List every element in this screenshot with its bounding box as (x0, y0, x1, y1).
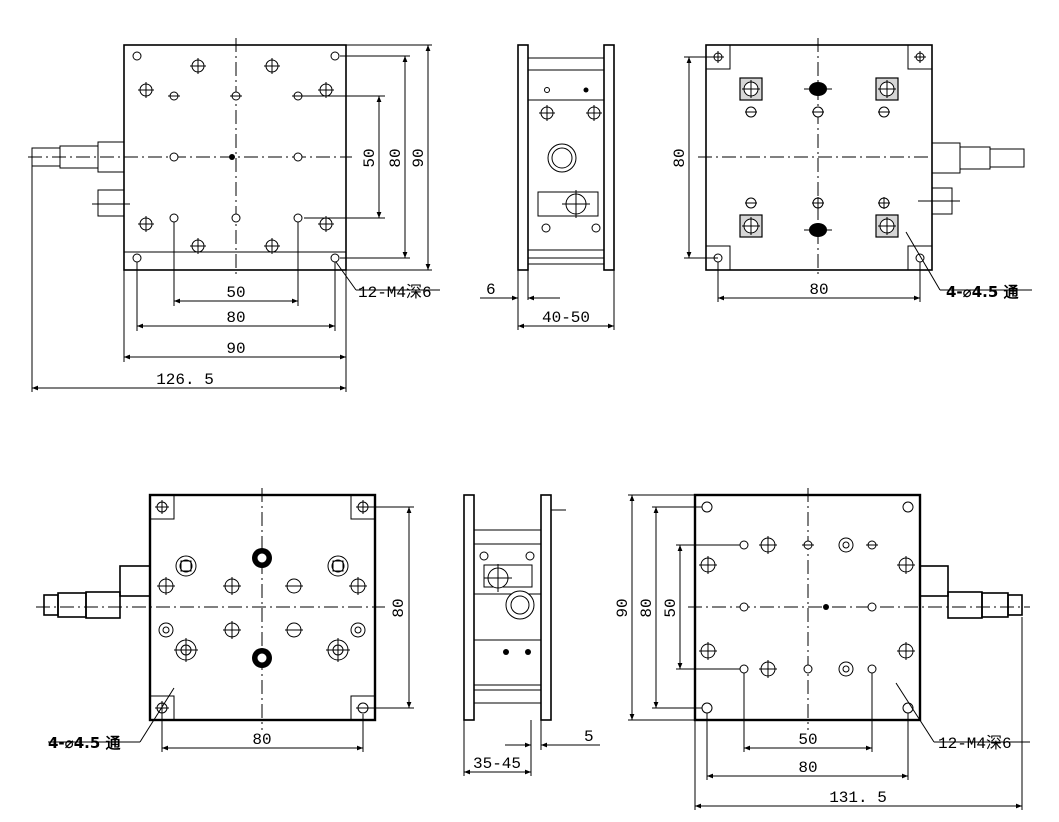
dim-80-vertical-br: 80 (638, 598, 656, 617)
dim-50-vertical: 50 (361, 148, 379, 167)
dim-50-vertical-br: 50 (662, 598, 680, 617)
dim-50-horizontal-br: 50 (798, 731, 817, 749)
dim-80-vertical: 80 (387, 148, 405, 167)
dim-90-vertical: 90 (410, 148, 428, 167)
view-bottom-right: 90 80 50 50 80 131. 5 12-M4深6 (614, 488, 1030, 810)
hole-note-12-m4: 12-M4深6 (358, 283, 432, 302)
dim-80-horizontal-br: 80 (798, 759, 817, 777)
dim-80-vertical-back: 80 (671, 148, 689, 167)
dim-5: 5 (584, 728, 594, 746)
view-top-front: 50 80 90 50 80 90 126. 5 12-M4深6 (28, 38, 440, 392)
dim-80-horizontal: 80 (226, 309, 245, 327)
dim-131-5: 131. 5 (829, 789, 887, 807)
bottom-right-holes (699, 501, 915, 714)
dim-90-horizontal: 90 (226, 340, 245, 358)
dim-80-vertical-bl: 80 (390, 598, 408, 617)
view-top-back: 80 80 4-⌀4.5 通 (671, 38, 1032, 302)
dim-90-vertical-br: 90 (614, 598, 632, 617)
back-holes (712, 51, 926, 263)
bottom-left-holes (155, 500, 370, 715)
front-holes (132, 51, 340, 263)
dim-35-45: 35-45 (473, 755, 521, 773)
dim-80-horizontal-bl: 80 (252, 731, 271, 749)
dim-40-50: 40-50 (542, 309, 590, 327)
dim-6: 6 (486, 281, 496, 299)
hole-note-4-d4-5-bl: 4-⌀4.5 通 (48, 734, 121, 752)
view-bottom-left: 80 80 4-⌀4.5 通 (36, 488, 414, 752)
dim-50-horizontal: 50 (226, 284, 245, 302)
dim-80-horizontal-back: 80 (809, 281, 828, 299)
hole-note-12-m4-br: 12-M4深6 (938, 734, 1012, 753)
view-top-side: 6 40-50 (480, 44, 615, 330)
view-bottom-side: 5 35-45 (463, 494, 600, 776)
hole-note-4-d4-5: 4-⌀4.5 通 (946, 283, 1019, 301)
dim-126-5: 126. 5 (156, 371, 214, 389)
